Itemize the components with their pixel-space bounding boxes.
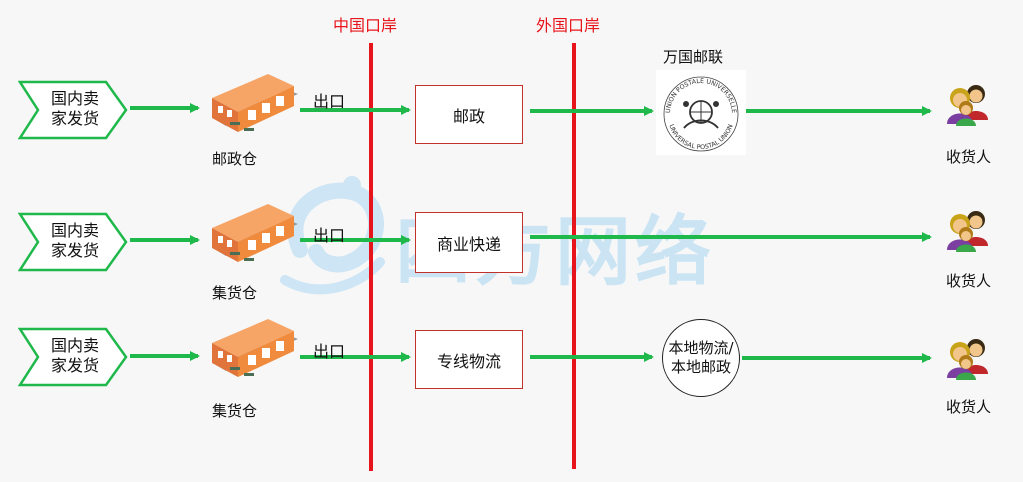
watermark-swirl-icon [287,182,384,273]
seller-chevron-2 [18,212,128,272]
seller-text-2: 国内卖 家发货 [20,221,130,261]
china-port-line [369,43,373,471]
warehouse-label-2: 集货仓 [212,284,258,302]
seller-text-1: 国内卖 家发货 [20,89,130,129]
channel-box-postal: 邮政 [415,85,523,144]
seller-line-2b: 家发货 [50,241,99,260]
warehouse-label-3: 集货仓 [212,402,258,420]
warehouse-label-1: 邮政仓 [212,150,258,168]
upu-logo-icon: UNION POSTALE UNIVERSELLE UNIVERSAL POST… [663,76,739,152]
seller-line-1b: 家发货 [50,109,99,128]
seller-text-3: 国内卖 家发货 [20,336,130,376]
seller-chevron-1 [18,80,128,140]
seller-line-1a: 国内卖 [50,89,99,108]
seller-line-3a: 国内卖 [50,336,99,355]
china-port-label: 中国口岸 [333,16,398,35]
upu-seal-text-bottom: UNIVERSAL POSTAL UNION [667,123,734,151]
receiver-label-3: 收货人 [946,398,992,416]
seller-chevron-3 [18,327,128,387]
receiver-people-icon-3 [947,339,988,380]
receiver-people-icon-2 [947,211,988,252]
svg-text:UNIVERSAL POSTAL UNION: UNIVERSAL POSTAL UNION [667,123,734,151]
watermark-dot-icon [343,176,361,194]
foreign-port-line [572,43,576,469]
warehouse-icon-3 [212,319,298,377]
receiver-label-1: 收货人 [946,148,992,166]
export-label-3: 出口 [313,342,346,361]
local-logistics-node: 本地物流/ 本地邮政 [662,319,740,397]
channel-box-express: 商业快递 [415,212,523,273]
upu-title: 万国邮联 [663,48,724,66]
export-label-2: 出口 [313,226,346,245]
receiver-label-2: 收货人 [946,272,992,290]
export-label-1: 出口 [313,92,346,111]
seller-line-2a: 国内卖 [50,221,99,240]
channel-box-dedicated-line: 专线物流 [415,330,523,389]
local-logistics-line2: 本地邮政 [670,358,731,376]
seller-line-3b: 家发货 [50,356,99,375]
warehouse-icon-1 [212,74,298,132]
receiver-people-icon-1 [947,85,988,126]
local-logistics-line1: 本地物流/ [668,339,734,357]
foreign-port-label: 外国口岸 [536,16,601,35]
warehouse-icon-2 [212,204,298,262]
